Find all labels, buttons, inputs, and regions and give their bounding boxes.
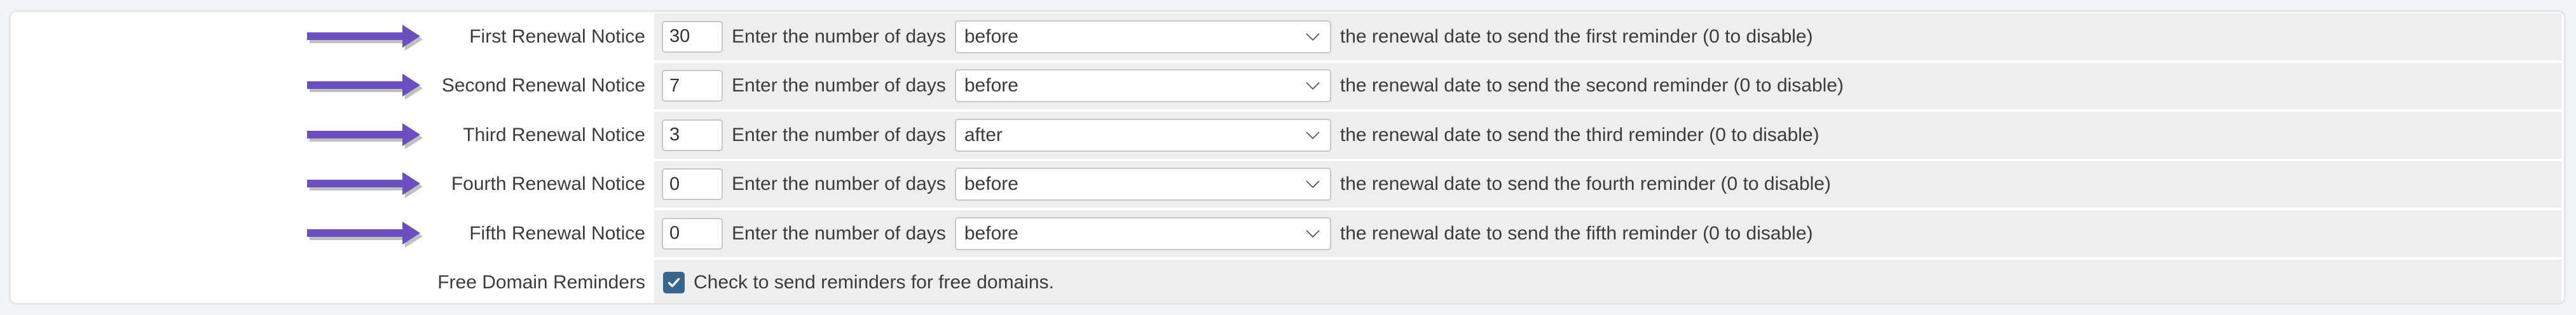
check-icon	[668, 278, 680, 288]
field-cell: 0 Enter the number of days before the re…	[654, 210, 2561, 257]
table-row: Third Renewal Notice 3 Enter the number …	[11, 111, 2564, 160]
relation-select-value: before	[964, 173, 1018, 195]
chevron-down-icon	[1306, 82, 1320, 90]
relation-select-value: before	[964, 75, 1018, 97]
row-description: the renewal date to send the fourth remi…	[1339, 173, 1831, 195]
settings-rows: First Renewal Notice 30 Enter the number…	[11, 12, 2564, 303]
label-cell: First Renewal Notice	[11, 12, 654, 62]
days-input[interactable]: 7	[662, 70, 723, 102]
field-cell: 30 Enter the number of days before the r…	[654, 13, 2561, 60]
chevron-down-icon	[1306, 131, 1320, 139]
row-label: Free Domain Reminders	[437, 272, 645, 293]
chevron-down-icon	[1306, 180, 1320, 189]
checkbox-description: Check to send reminders for free domains…	[694, 272, 1054, 293]
row-description: the renewal date to send the third remin…	[1339, 124, 1819, 145]
relation-select-value: before	[964, 25, 1018, 47]
relation-select-value: after	[964, 124, 1003, 145]
row-label: Fourth Renewal Notice	[451, 173, 645, 195]
label-cell: Free Domain Reminders	[11, 258, 654, 303]
relation-select[interactable]: before	[954, 20, 1331, 53]
relation-select[interactable]: after	[954, 118, 1331, 152]
row-description: the renewal date to send the second remi…	[1339, 75, 1844, 97]
table-row: Fourth Renewal Notice 0 Enter the number…	[11, 159, 2564, 209]
label-cell: Second Renewal Notice	[11, 61, 654, 111]
purple-arrow-annotation-icon	[307, 172, 423, 199]
days-input[interactable]: 0	[662, 168, 723, 201]
relation-select-value: before	[964, 222, 1018, 244]
inline-label: Enter the number of days	[732, 75, 946, 97]
row-description: the renewal date to send the first remin…	[1339, 25, 1813, 47]
free-domain-reminders-checkbox[interactable]	[663, 272, 685, 294]
field-cell: 3 Enter the number of days after the ren…	[654, 112, 2561, 159]
field-cell: 0 Enter the number of days before the re…	[654, 161, 2561, 208]
row-label: First Renewal Notice	[469, 25, 645, 47]
chevron-down-icon	[1306, 33, 1320, 41]
label-cell: Fifth Renewal Notice	[11, 209, 654, 258]
days-input[interactable]: 0	[662, 217, 723, 250]
table-row: Second Renewal Notice 7 Enter the number…	[11, 61, 2564, 111]
inline-label: Enter the number of days	[732, 222, 946, 244]
relation-select[interactable]: before	[954, 168, 1331, 201]
purple-arrow-annotation-icon	[307, 74, 423, 100]
row-label: Fifth Renewal Notice	[469, 222, 645, 244]
row-label: Second Renewal Notice	[441, 75, 645, 97]
table-row: Fifth Renewal Notice 0 Enter the number …	[11, 209, 2564, 258]
inline-label: Enter the number of days	[732, 124, 946, 145]
table-row: Free Domain Reminders Check to send remi…	[11, 258, 2564, 303]
field-cell: Check to send reminders for free domains…	[654, 259, 2561, 303]
purple-arrow-annotation-icon	[307, 221, 423, 248]
row-description: the renewal date to send the fifth remin…	[1339, 222, 1813, 244]
renewal-reminders-panel: First Renewal Notice 30 Enter the number…	[9, 10, 2566, 305]
field-cell: 7 Enter the number of days before the re…	[654, 62, 2561, 109]
relation-select[interactable]: before	[954, 69, 1331, 103]
purple-arrow-annotation-icon	[307, 24, 423, 51]
relation-select[interactable]: before	[954, 217, 1331, 250]
purple-arrow-annotation-icon	[307, 123, 423, 149]
chevron-down-icon	[1306, 230, 1320, 238]
days-input[interactable]: 3	[662, 119, 723, 151]
row-label: Third Renewal Notice	[463, 124, 645, 145]
table-row: First Renewal Notice 30 Enter the number…	[11, 12, 2564, 62]
label-cell: Third Renewal Notice	[11, 111, 654, 160]
inline-label: Enter the number of days	[732, 25, 946, 47]
inline-label: Enter the number of days	[732, 173, 946, 195]
label-cell: Fourth Renewal Notice	[11, 159, 654, 209]
days-input[interactable]: 30	[662, 20, 723, 53]
